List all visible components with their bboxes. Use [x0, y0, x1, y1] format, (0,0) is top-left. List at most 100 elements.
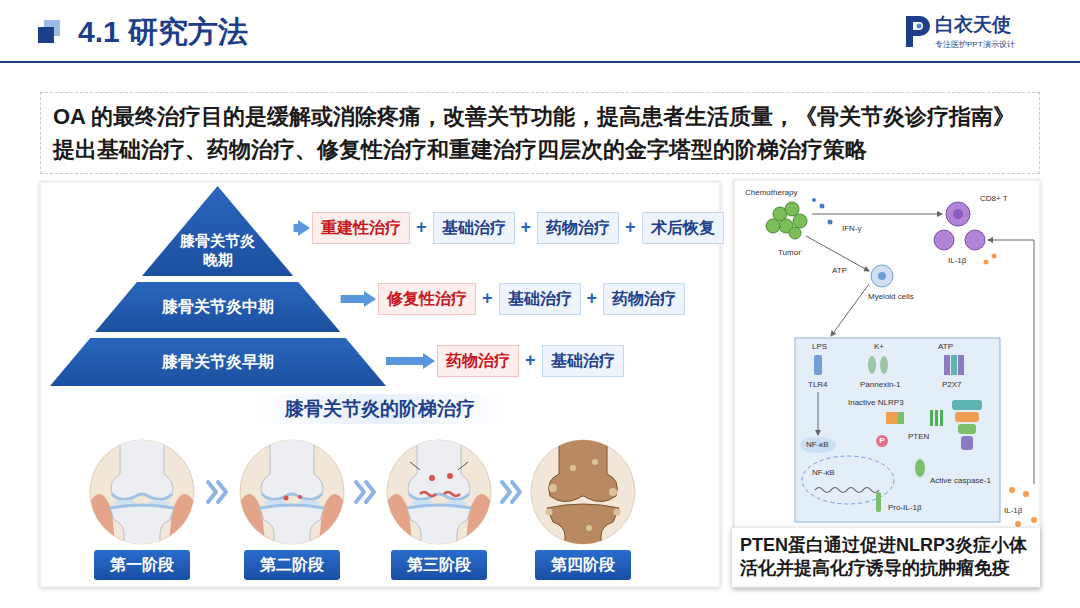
node-text: 术后恢复	[651, 213, 715, 243]
diagram-label: Inactive NLRP3	[848, 398, 904, 408]
knee-figure	[379, 432, 499, 552]
diagram-label: PTEN	[908, 432, 929, 442]
treatment-box: 基础治疗	[542, 345, 624, 377]
node-text: 修复性治疗	[387, 284, 467, 314]
osteophyte	[592, 459, 598, 465]
ifn-particle	[828, 220, 833, 225]
treatment-box: 药物治疗	[437, 345, 519, 377]
tumor-cell	[766, 219, 780, 233]
cell-box	[795, 338, 1000, 522]
node-text: 第一阶段	[94, 550, 190, 580]
node-text: 基础治疗	[508, 284, 572, 314]
nfkb-shape	[800, 437, 836, 453]
band-fill	[50, 338, 386, 386]
chevron	[218, 482, 226, 502]
treatment-box: 重建性治疗	[312, 212, 410, 244]
logo-mark	[906, 16, 913, 47]
chevron	[502, 482, 510, 502]
stage-label-box: 第四阶段	[535, 550, 631, 580]
pten-shape	[930, 410, 933, 426]
pro-il1b-shape	[876, 492, 881, 512]
diagram-label: IL-1β	[1004, 506, 1022, 516]
stage-label-box: 第一阶段	[94, 550, 190, 580]
inflammasome	[961, 436, 973, 450]
lesion-mark	[420, 492, 436, 496]
chevron	[512, 482, 520, 502]
inflammasome	[952, 400, 982, 410]
diagram-label: CD8+ T	[980, 194, 1008, 204]
osteophyte	[570, 465, 576, 471]
diagram-label: NF-κB	[812, 468, 835, 478]
knee-figure	[82, 432, 202, 552]
diagram-label: Tumor	[778, 248, 801, 258]
node-text: PTEN蛋白通过促进NLRP3炎症小体 活化并提高化疗诱导的抗肿瘤免疫	[740, 534, 1032, 581]
treatment-box: 修复性治疗	[378, 283, 476, 315]
phospho-circle	[876, 435, 888, 447]
title-icon	[38, 27, 54, 43]
stage-chevrons	[208, 482, 520, 502]
diagram-label: TLR4	[808, 380, 828, 390]
stage-arrow	[341, 295, 364, 303]
logo-mark	[913, 16, 930, 36]
pathway-arrow	[831, 284, 869, 336]
node-text: 第四阶段	[535, 550, 631, 580]
nucleus	[878, 272, 886, 280]
osteophyte	[609, 488, 617, 496]
diagram-label: Chemotherapy	[745, 188, 797, 198]
tibia	[547, 504, 619, 552]
stage-arrow	[294, 224, 298, 232]
node-text: 第三阶段	[391, 550, 487, 580]
treatment-box: 药物治疗	[537, 212, 619, 244]
lesion-dot	[298, 495, 302, 499]
osteophyte	[546, 509, 553, 516]
intro-box: OA 的最终治疗目的是缓解或消除疼痛，改善关节功能，提高患者生活质量，《骨关节炎…	[40, 92, 1040, 174]
treatment-box: 基础治疗	[499, 283, 581, 315]
diagram-label: K+	[874, 342, 884, 352]
treatment-box: 术后恢复	[642, 212, 724, 244]
logo-tagline: 专注医护PPT演示设计	[935, 40, 1015, 50]
nlrp3-shape	[898, 412, 904, 424]
caspase-shape	[915, 459, 925, 477]
diagram-label: Active caspase-1	[930, 476, 991, 486]
right-panel	[734, 180, 1040, 588]
osteophyte	[586, 525, 592, 531]
ifn-particle	[820, 204, 825, 209]
node-text: 基础治疗	[442, 213, 506, 243]
osteophyte	[549, 484, 557, 492]
slide-title: 4.1 研究方法	[78, 14, 248, 50]
stage-arrow	[386, 357, 423, 365]
tumor-cell	[793, 214, 807, 228]
figure-caption: 膝骨关节炎的阶梯治疗	[285, 398, 475, 421]
plus-sign: +	[625, 217, 636, 239]
treatment-box: 基础治疗	[433, 212, 515, 244]
femur	[549, 432, 618, 502]
p2x7-receptor	[944, 355, 950, 375]
diagram-label: NF-κB	[806, 440, 829, 450]
plus-sign: +	[482, 288, 493, 310]
pathway-arrow	[988, 240, 1034, 484]
diagram-label: IFN-γ	[842, 224, 862, 234]
stage-label-box: 第二阶段	[244, 550, 340, 580]
t-cell	[946, 202, 970, 226]
il1b-particle	[1031, 517, 1037, 523]
pten-shape	[935, 410, 938, 426]
node-text: 药物治疗	[546, 213, 610, 243]
pathway-arrow	[818, 392, 819, 435]
osteophyte	[614, 509, 621, 516]
knee-figure	[531, 432, 635, 552]
leader-line	[458, 462, 468, 470]
il1b-particle	[1023, 491, 1029, 497]
pyramid-band: 膝骨关节炎中期	[95, 282, 340, 332]
diagram-label: Myeloid cells	[868, 292, 914, 302]
il1b-particle	[1015, 521, 1021, 527]
node-text: 药物治疗	[612, 284, 676, 314]
node-text: 重建性治疗	[321, 213, 401, 243]
chevron	[356, 482, 364, 502]
diagram-label: Pro-IL-1β	[888, 503, 922, 513]
plus-sign: +	[416, 217, 427, 239]
lesion-dot	[284, 496, 289, 501]
node-text: 膝骨关节炎 晚期	[177, 232, 259, 270]
diagram-label: LPS	[812, 342, 827, 352]
pathway-arrow	[806, 236, 869, 271]
